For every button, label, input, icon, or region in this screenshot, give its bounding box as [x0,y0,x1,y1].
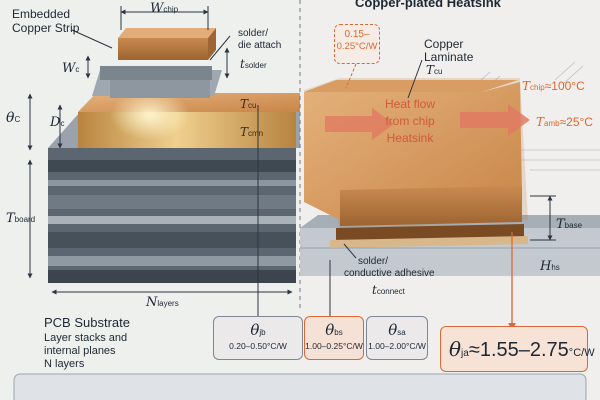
die-attach-pedestal [92,66,222,98]
adhesive-line2: conductive adhesive [344,268,435,279]
theta-jb-range: 0.20–0.50°C/W [229,341,287,351]
theta-cu-box-line2: 0.25°C/W [336,41,378,52]
heat-flow-arrows [325,104,530,140]
theta-ja-unit: °C/W [568,347,595,359]
heat-flow-line2: from chip [385,114,435,128]
h-hs-label: Hhs [540,259,560,274]
laminate-t-cu: Tcu [426,63,443,77]
theta-ja-sym: θ [449,337,462,361]
solder-label-line2: die attach [238,40,282,51]
theta-c-label: θC [6,110,21,126]
theta-bs-sub: bs [334,328,343,337]
strip-label-line2: Copper Strip [12,21,80,35]
substrate-desc-1: Layer stacks and [44,332,128,344]
theta-ja-callout: θja≈1.55–2.75°C/W [440,326,595,372]
theta-ja-value: ≈1.55–2.75 [468,339,569,361]
theta-ja-sub: ja [461,348,469,359]
d-c-label: Dc [50,115,65,130]
laminate-line2: Laminate [424,50,474,64]
theta-jb-sub: jb [259,328,266,337]
theta-bs-range: 1.00–0.25°C/W [305,341,363,351]
heatsink-title: Copper-plated Heatsink [355,0,501,10]
substrate-desc-3: N layers [44,358,85,370]
t-solder-label: tsolder [240,57,267,71]
w-chip-label: Wchip [150,1,179,16]
theta-cu-box-line1: 0.15– [344,29,370,40]
solder-label-line1: solder/ [238,28,269,39]
w-c-label: Wc [62,61,80,76]
theta-sa-range: 1.00–2.00°C/W [368,341,426,351]
laminate-line1: Copper [424,37,464,51]
theta-cu-leader [345,63,357,89]
dimension-lines-left [27,6,293,335]
adhesive-line1: solder/ [358,256,389,267]
theta-jb-callout: θjb 0.20–0.50°C/W [213,316,303,360]
theta-cu-box: 0.15– 0.25°C/W [334,24,380,64]
theta-bs-callout: θbs 1.00–0.25°C/W [304,316,364,360]
strip-label-line1: Embedded [12,7,71,21]
theta-sa-sym: θ [388,321,398,339]
theta-sa-sub: sa [397,328,406,337]
t-cmn-label: Tcmn [240,125,264,139]
theta-jb-sym: θ [250,321,260,339]
pcb-substrate-title: PCB Substrate [44,315,130,330]
dimension-lines-right [329,59,556,318]
n-layers-label: Nlayers [146,295,179,310]
heat-flow-line1: Heat flow [384,97,436,111]
t-chip-label: Tchip≈100°C [522,79,585,93]
theta-sa-callout: θsa 1.00–2.00°C/W [366,316,428,360]
bottom-info-bar [13,373,587,400]
t-base-label: Tbase [556,217,583,232]
substrate-desc-2: internal planes [44,345,116,357]
theta-bs-sym: θ [325,321,335,339]
t-cu-label: Tcu [240,97,257,111]
t-connect-label: tconnect [372,283,405,297]
chip-block [118,28,216,60]
embedded-copper-strip [78,90,300,148]
t-amb-label: Tamb≈25°C [536,115,593,129]
t-board-label: Tboard [6,211,36,226]
heat-flow-line3: Heatsink [386,131,434,145]
